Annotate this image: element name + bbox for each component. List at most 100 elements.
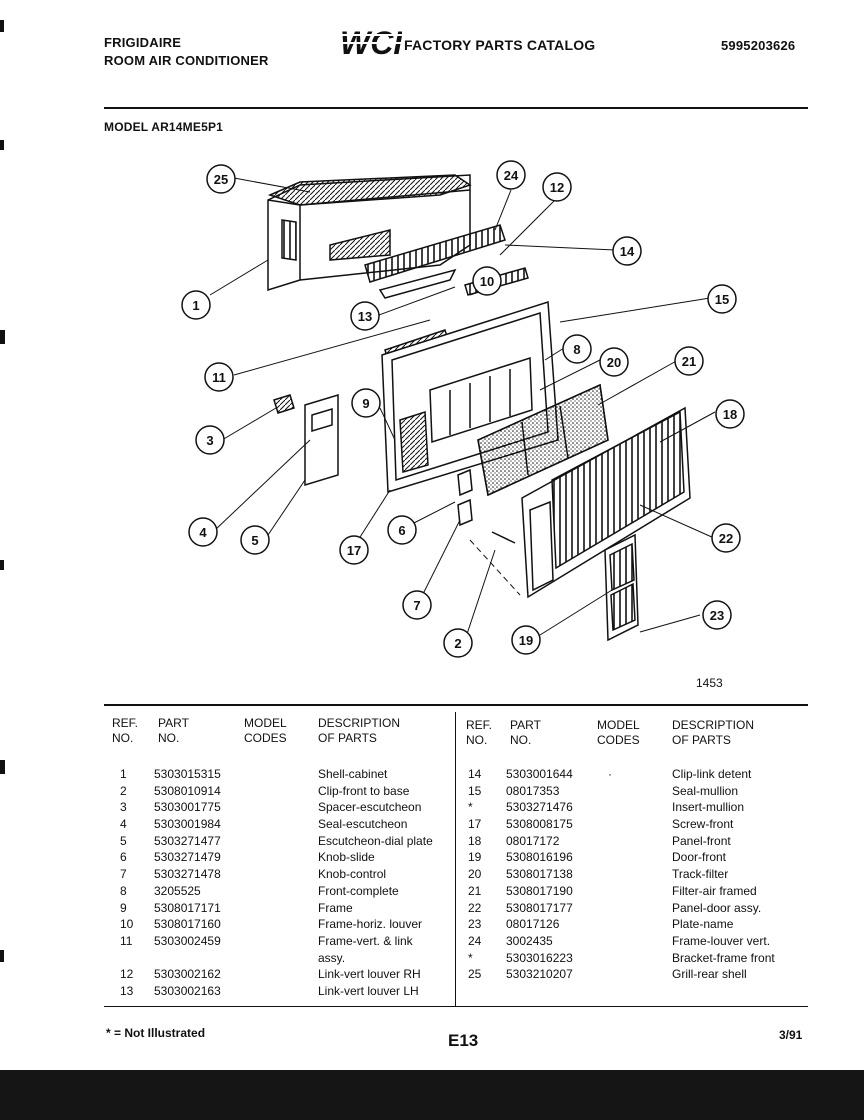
callout-22: 22 <box>711 523 741 553</box>
callout-11: 11 <box>204 362 234 392</box>
cell-desc: Frame-vert. & link <box>318 933 413 948</box>
svg-text:21: 21 <box>682 354 696 369</box>
brand-line-1: FRIGIDAIRE <box>104 35 182 50</box>
air-filter-drawing <box>477 383 609 497</box>
cell-part: 08017172 <box>506 833 560 848</box>
cell-ref: 12 <box>120 967 134 982</box>
model-label: MODEL AR14ME5P1 <box>104 120 224 134</box>
figure-number: 1453 <box>696 676 723 690</box>
callout-6: 6 <box>387 515 417 545</box>
cell-desc: Frame-louver vert. <box>672 933 771 948</box>
svg-text:12: 12 <box>550 180 564 195</box>
cell-ref: 20 <box>468 867 482 882</box>
table-top-rule <box>104 704 808 706</box>
callout-3: 3 <box>195 425 225 455</box>
callout-17: 17 <box>339 535 369 565</box>
svg-text:13: 13 <box>358 309 372 324</box>
callout-5: 5 <box>240 525 270 555</box>
callout-2: 2 <box>443 628 473 658</box>
cell-ref: 19 <box>468 850 482 865</box>
cell-ref: 25 <box>468 967 482 982</box>
catalog-title: FACTORY PARTS CATALOG <box>404 37 596 53</box>
cell-ref: 14 <box>468 767 482 781</box>
cell-desc: Panel-front <box>672 833 731 848</box>
cell-ref: 23 <box>468 917 482 932</box>
svg-text:19: 19 <box>519 633 533 648</box>
svg-text:4: 4 <box>199 525 207 540</box>
cell-part: 5303002162 <box>154 967 221 982</box>
cell-ref: 21 <box>468 883 482 898</box>
cell-part: 5308016196 <box>506 850 573 865</box>
cell-part: 5303210207 <box>506 967 573 982</box>
cell-desc: Filter-air framed <box>672 883 757 898</box>
cell-ref: 3 <box>120 800 127 815</box>
callout-13: 13 <box>350 301 380 331</box>
cell-desc: Track-filter <box>672 867 729 882</box>
cell-ref: 15 <box>468 783 482 798</box>
svg-text:6: 6 <box>398 523 405 538</box>
right-header-ref: REF. NO. <box>466 718 493 747</box>
control-parts-drawing <box>273 393 516 544</box>
right-header-desc: DESCRIPTION OF PARTS <box>672 718 755 747</box>
svg-text:7: 7 <box>413 598 420 613</box>
callout-25: 25 <box>206 164 236 194</box>
cell-ref: 17 <box>468 817 482 832</box>
cell-part: 5303015315 <box>154 767 221 781</box>
callout-23: 23 <box>702 600 732 630</box>
svg-text:23: 23 <box>710 608 724 623</box>
cell-part: 5308010914 <box>154 783 221 798</box>
right-header-model: MODEL CODES <box>597 718 640 747</box>
cell-ref: 1 <box>120 767 127 781</box>
cell-desc: Insert-mullion <box>672 800 745 815</box>
svg-text:24: 24 <box>504 168 519 183</box>
cell-part: 5303271476 <box>506 800 573 815</box>
cell-model: · <box>608 767 612 781</box>
svg-text:9: 9 <box>362 396 369 411</box>
callout-9: 9 <box>351 388 381 418</box>
cell-ref: 24 <box>468 933 482 948</box>
exploded-parts-diagram: 1 2 3 4 5 6 7 8 9 10 11 12 13 14 15 17 1… <box>181 160 745 658</box>
svg-text:3: 3 <box>206 433 213 448</box>
svg-text:1: 1 <box>192 298 199 313</box>
callout-4: 4 <box>188 517 218 547</box>
left-header-part: PART NO. <box>158 716 189 745</box>
cell-desc: Door-front <box>672 850 727 865</box>
cell-part: 08017126 <box>506 917 560 932</box>
cell-desc: Grill-rear shell <box>672 967 747 982</box>
cell-desc: Clip-front to base <box>318 783 410 798</box>
header-rule <box>104 107 808 109</box>
cell-part: 5303016223 <box>506 950 573 965</box>
cell-desc: assy. <box>318 950 346 965</box>
cell-part: 3205525 <box>154 883 201 898</box>
callout-1: 1 <box>181 290 211 320</box>
cell-ref: 6 <box>120 850 127 865</box>
cell-ref: 5 <box>120 833 127 848</box>
svg-text:10: 10 <box>480 274 494 289</box>
callout-12: 12 <box>542 172 572 202</box>
wci-logo: WCI <box>338 25 402 60</box>
cell-desc: Frame <box>318 900 353 915</box>
cell-part: 5303001984 <box>154 817 221 832</box>
callout-19: 19 <box>511 625 541 655</box>
brand-line-2: ROOM AIR CONDITIONER <box>104 53 269 68</box>
callout-8: 8 <box>562 334 592 364</box>
callout-10: 10 <box>472 266 502 296</box>
cell-part: 5308017171 <box>154 900 221 915</box>
cell-part: 5308017177 <box>506 900 573 915</box>
cell-ref: 22 <box>468 900 482 915</box>
table-column-divider <box>455 712 456 1006</box>
table-row: 25 5303210207 Grill-rear shell <box>458 966 808 983</box>
